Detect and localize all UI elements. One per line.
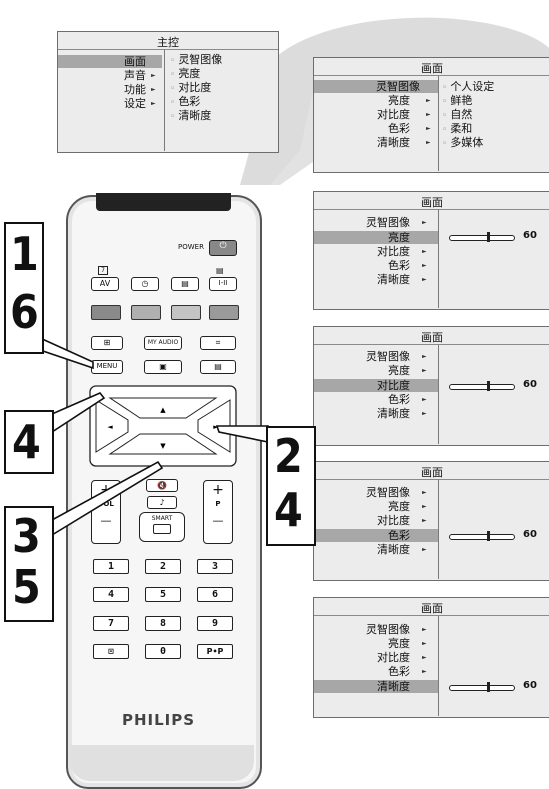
callout-number: 3 <box>12 512 41 560</box>
callout-number: 4 <box>274 486 303 534</box>
callout-number: 6 <box>10 288 39 336</box>
callout-number: 2 <box>274 432 303 480</box>
callout-number: 5 <box>12 563 41 611</box>
callout-number: 1 <box>10 230 39 278</box>
callout-number: 4 <box>12 418 41 466</box>
